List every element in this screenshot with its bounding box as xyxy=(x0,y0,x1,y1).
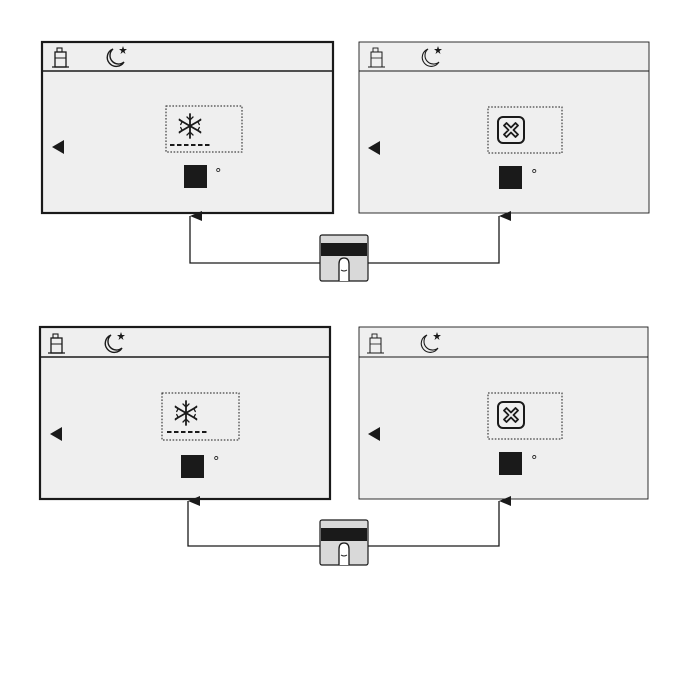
degree-mark: ° xyxy=(531,454,538,469)
temperature-block-icon xyxy=(181,455,204,478)
degree-mark: ° xyxy=(215,167,222,182)
degree-mark: ° xyxy=(213,455,220,470)
screen-panel-top-right: ° xyxy=(359,42,649,213)
temperature-block-icon xyxy=(184,165,207,188)
screen-panel-bottom-left: ° xyxy=(40,327,330,499)
screen-panel-top-left: ° xyxy=(42,42,333,213)
press-button-icon xyxy=(320,235,368,281)
screen-panel-bottom-right: ° xyxy=(359,327,648,499)
temperature-block-icon xyxy=(499,166,522,189)
press-button-icon xyxy=(320,520,368,565)
temperature-block-icon xyxy=(499,452,522,475)
degree-mark: ° xyxy=(531,168,538,183)
